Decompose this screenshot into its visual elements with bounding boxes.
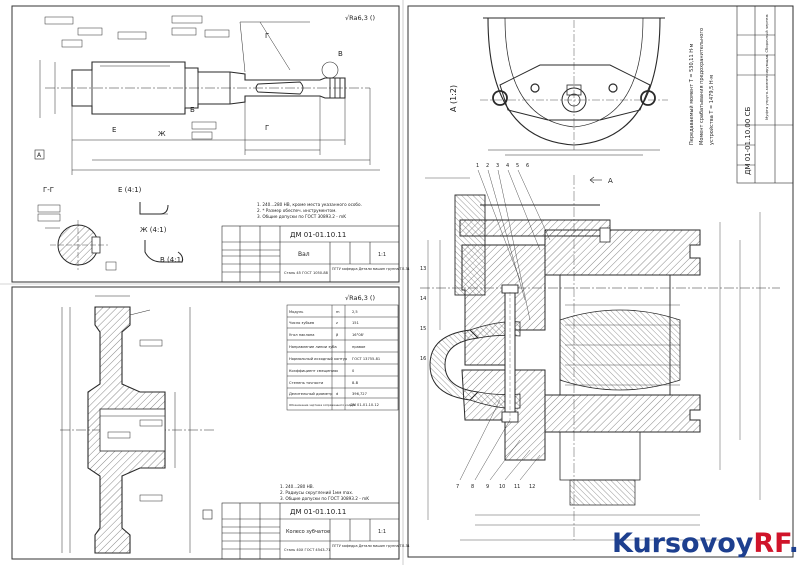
shaft-roughness: √Ra6,3 () — [345, 14, 375, 22]
assembly-notes: Передаваемый момент T = 530,11 Н·м Момен… — [688, 28, 715, 145]
param-val: правое — [352, 345, 366, 349]
param-name: Нормальный исходный контур — [289, 357, 348, 361]
detail-zh-label: Ж (4:1) — [140, 226, 167, 234]
param-sym: z — [336, 321, 338, 325]
shaft-title-block: ДМ 01-01.10.11 Вал 1:1 Сталь 45 ГОСТ 105… — [221, 225, 410, 283]
wheel-param-rows: Модуль m 2,5 Число зубьев z 151 Угол нак… — [289, 310, 380, 407]
part-number: 15 — [420, 326, 426, 332]
part-number: 12 — [529, 484, 535, 490]
wheel-param-table — [286, 304, 399, 411]
assembly-note-3: устройства T = 1479,5 Н·м — [708, 75, 715, 145]
wheel-title: Колесо зубчатое — [286, 529, 330, 535]
wheel-drawing: √Ra6,3 () — [60, 294, 410, 560]
param-val: 151 — [352, 321, 359, 325]
part-number: 10 — [499, 484, 505, 490]
detail-v-label: В (4:1) — [160, 256, 184, 264]
shaft-note-3: 3. Общие допуски по ГОСТ 30893.2 - mK — [257, 214, 346, 219]
part-number: 5 — [516, 163, 519, 169]
wheel-roughness: √Ra6,3 () — [345, 294, 375, 302]
wheel-note-2: 2. Радиусы скруглений 1мм max. — [280, 490, 353, 495]
param-val: 16°08' — [352, 333, 364, 337]
section-gg-label: Г-Г — [43, 186, 54, 194]
param-name: Угол наклона — [289, 333, 315, 337]
shaft-drawing: √Ra6,3 () — [34, 14, 410, 283]
section-letter-b: Б — [190, 106, 195, 114]
part-number: 11 — [514, 484, 520, 490]
part-number: 1 — [476, 163, 479, 169]
part-number: 13 — [420, 266, 426, 272]
coupling-section-view — [420, 169, 780, 541]
assembly-note-1: Передаваемый момент T = 530,11 Н·м — [688, 43, 695, 145]
section-letter-zh: Ж — [158, 130, 166, 138]
section-letter-g1: Г — [265, 32, 269, 40]
param-val: 2,5 — [352, 310, 358, 314]
wheel-note-3: 3. Общие допуски по ГОСТ 30893.2 - mK — [280, 496, 369, 501]
param-sym: m — [336, 310, 340, 314]
shaft-scale: 1:1 — [378, 252, 386, 258]
param-name: Число зубьев — [289, 321, 314, 325]
wheel-material: Сталь 40Х ГОСТ 4543-71 — [284, 548, 330, 552]
part-number: 14 — [420, 296, 426, 302]
coupling-top-view — [480, 17, 668, 156]
assembly-title: Муфта упруго-компенсирующая. Сборочный ч… — [764, 14, 769, 120]
assembly-drawing: А (1:2) Передаваемый момент T = 530,11 Н… — [420, 5, 794, 541]
section-letter-v: В — [338, 50, 343, 58]
section-letter-e: Е — [112, 126, 116, 134]
part-number: 3 — [496, 163, 499, 169]
shaft-org: ПГТУ кафедра Детали машин группа ТЛ-31 — [332, 267, 410, 271]
shaft-note-1: 1. 240...280 HB, кроме места указанного … — [257, 202, 362, 207]
param-name: Коэффициент смещения — [289, 369, 336, 373]
assembly-note-2: Момент срабатывания предохранительного — [699, 28, 705, 145]
assembly-designation: ДМ 01-01.10.00 СБ — [744, 107, 752, 175]
arrow-a-label: А — [608, 177, 613, 185]
param-val: ДМ 01-01.10.12 — [350, 403, 379, 407]
shaft-material: Сталь 45 ГОСТ 1050-88 — [284, 271, 329, 275]
assembly-title-block: ДМ 01-01.10.00 СБ Муфта упруго-компенсир… — [736, 5, 794, 184]
part-number: 2 — [486, 163, 489, 169]
param-name: Делительный диаметр — [289, 392, 333, 396]
wheel-designation: ДМ 01-01.10.11 — [290, 508, 346, 516]
watermark-part1: Kursovoy — [612, 528, 754, 559]
view-a-label: А (1:2) — [449, 85, 458, 112]
part-number: 6 — [526, 163, 529, 169]
detail-e-label: Е (4:1) — [118, 186, 142, 194]
wheel-scale: 1:1 — [378, 529, 386, 535]
wheel-org: ПГТУ кафедра Детали машин группа ТЛ-31 — [332, 544, 410, 548]
param-sym: β — [336, 333, 339, 337]
part-number: 16 — [420, 356, 426, 362]
watermark-part2: RF — [753, 528, 789, 559]
shaft-sheet-frame — [11, 5, 400, 283]
part-numbers: 1 2 3 4 5 6 7 8 9 10 11 12 13 14 15 16 — [420, 163, 535, 490]
shaft-title: Вал — [298, 251, 310, 258]
wheel-sheet-frame — [11, 286, 400, 560]
assembly-sheet-frame — [407, 5, 794, 558]
wheel-note-1: 1. 240...280 HB. — [280, 484, 314, 489]
shaft-designation: ДМ 01-01.10.11 — [290, 231, 346, 239]
param-name: Обозначение чертежа сопряженного колеса — [289, 403, 356, 407]
shaft-note-2: 2. * Размер обеспеч. инструментом. — [257, 208, 337, 213]
wheel-title-block: ДМ 01-01.10.11 Колесо зубчатое 1:1 Сталь… — [221, 502, 410, 560]
param-name: Степень точности — [289, 381, 324, 385]
param-name: Направление линии зуба — [289, 345, 337, 349]
watermark-part3: .ru — [788, 528, 800, 559]
param-val: 396,727 — [352, 392, 367, 396]
part-number: 8 — [471, 484, 474, 490]
param-name: Модуль — [289, 310, 303, 314]
param-val: 0 — [352, 369, 355, 373]
section-letter-g2: Г — [265, 124, 269, 132]
param-val: 8-В — [352, 381, 359, 385]
param-val: ГОСТ 13755-81 — [352, 357, 380, 361]
watermark-logo: KursovoyRF.ru — [612, 528, 800, 559]
part-number: 7 — [456, 484, 459, 490]
datum-letter-a: А — [37, 152, 42, 159]
part-number: 9 — [486, 484, 489, 490]
part-number: 4 — [506, 163, 509, 169]
param-sym: x — [336, 369, 339, 373]
param-sym: d — [336, 392, 338, 396]
